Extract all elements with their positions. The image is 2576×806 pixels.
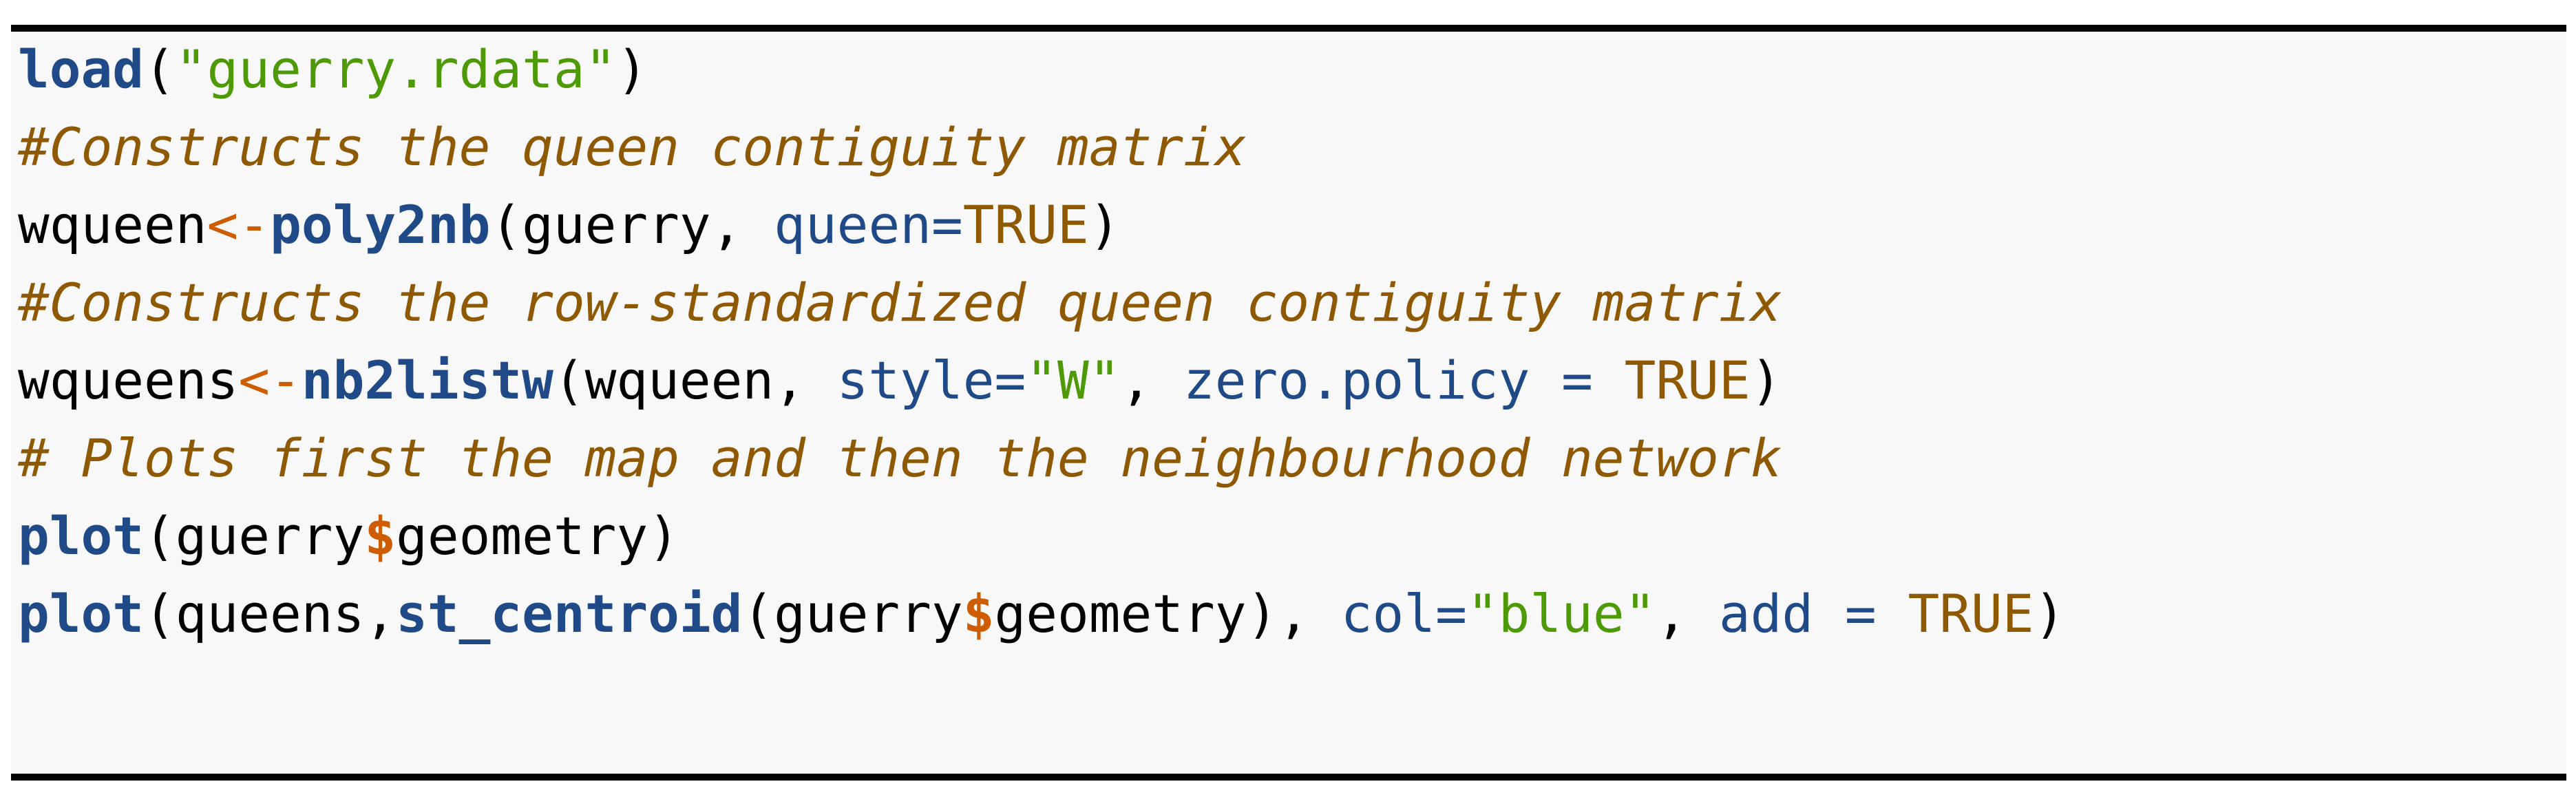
- assign-operator: <-: [238, 350, 302, 411]
- code-text: ,: [1656, 583, 1719, 644]
- argument-name: style=: [836, 350, 1026, 411]
- string-literal: "W": [1026, 350, 1121, 411]
- string-literal: "blue": [1466, 583, 1656, 644]
- code-text: geometry): [396, 505, 679, 566]
- code-text: ): [616, 39, 648, 100]
- code-line-2: #Constructs the queen contiguity matrix: [18, 109, 1246, 185]
- code-text: (guerry: [742, 583, 963, 644]
- argument-name: col=: [1340, 583, 1467, 644]
- code-line-8: plot(queens,st_centroid(guerry$geometry)…: [18, 576, 2065, 652]
- argument-name: add =: [1718, 583, 1908, 644]
- function-name: nb2listw: [301, 350, 553, 411]
- code-text: ): [2034, 583, 2066, 644]
- function-name: load: [18, 39, 145, 100]
- argument-name: zero.policy =: [1183, 350, 1625, 411]
- code-comment: # Plots first the map and then the neigh…: [18, 427, 1782, 489]
- code-text: (guerry: [144, 505, 365, 566]
- argument-name: queen=: [774, 194, 963, 255]
- constant-value: TRUE: [962, 194, 1089, 255]
- variable-name: wqueen: [18, 194, 207, 255]
- assign-operator: <-: [207, 194, 271, 255]
- dollar-operator: $: [364, 505, 397, 566]
- code-line-5: wqueens<-nb2listw(wqueen, style="W", zer…: [18, 343, 1782, 418]
- function-name: poly2nb: [270, 194, 491, 255]
- code-line-1: load("guerry.rdata"): [18, 32, 648, 107]
- code-line-7: plot(guerry$geometry): [18, 498, 679, 574]
- code-text: (wqueen,: [553, 350, 837, 411]
- code-line-4: #Constructs the row-standardized queen c…: [18, 265, 1782, 341]
- code-text: ): [1088, 194, 1121, 255]
- function-name: plot: [18, 505, 145, 566]
- string-literal: "guerry.rdata": [175, 39, 617, 100]
- constant-value: TRUE: [1908, 583, 2034, 644]
- code-block: load("guerry.rdata") #Constructs the que…: [11, 25, 2566, 781]
- code-line-3: wqueen<-poly2nb(guerry, queen=TRUE): [18, 187, 1121, 263]
- code-comment: #Constructs the row-standardized queen c…: [18, 272, 1782, 333]
- code-line-6: # Plots first the map and then the neigh…: [18, 421, 1782, 496]
- code-text: (queens,: [144, 583, 397, 644]
- constant-value: TRUE: [1624, 350, 1751, 411]
- code-text: ,: [1120, 350, 1184, 411]
- function-name: plot: [18, 583, 145, 644]
- code-text: ): [1750, 350, 1782, 411]
- variable-name: wqueens: [18, 350, 239, 411]
- code-text: (guerry,: [490, 194, 774, 255]
- dollar-operator: $: [962, 583, 995, 644]
- code-comment: #Constructs the queen contiguity matrix: [18, 116, 1247, 178]
- function-name: st_centroid: [396, 583, 743, 644]
- code-text: (: [144, 39, 176, 100]
- code-text: geometry),: [994, 583, 1341, 644]
